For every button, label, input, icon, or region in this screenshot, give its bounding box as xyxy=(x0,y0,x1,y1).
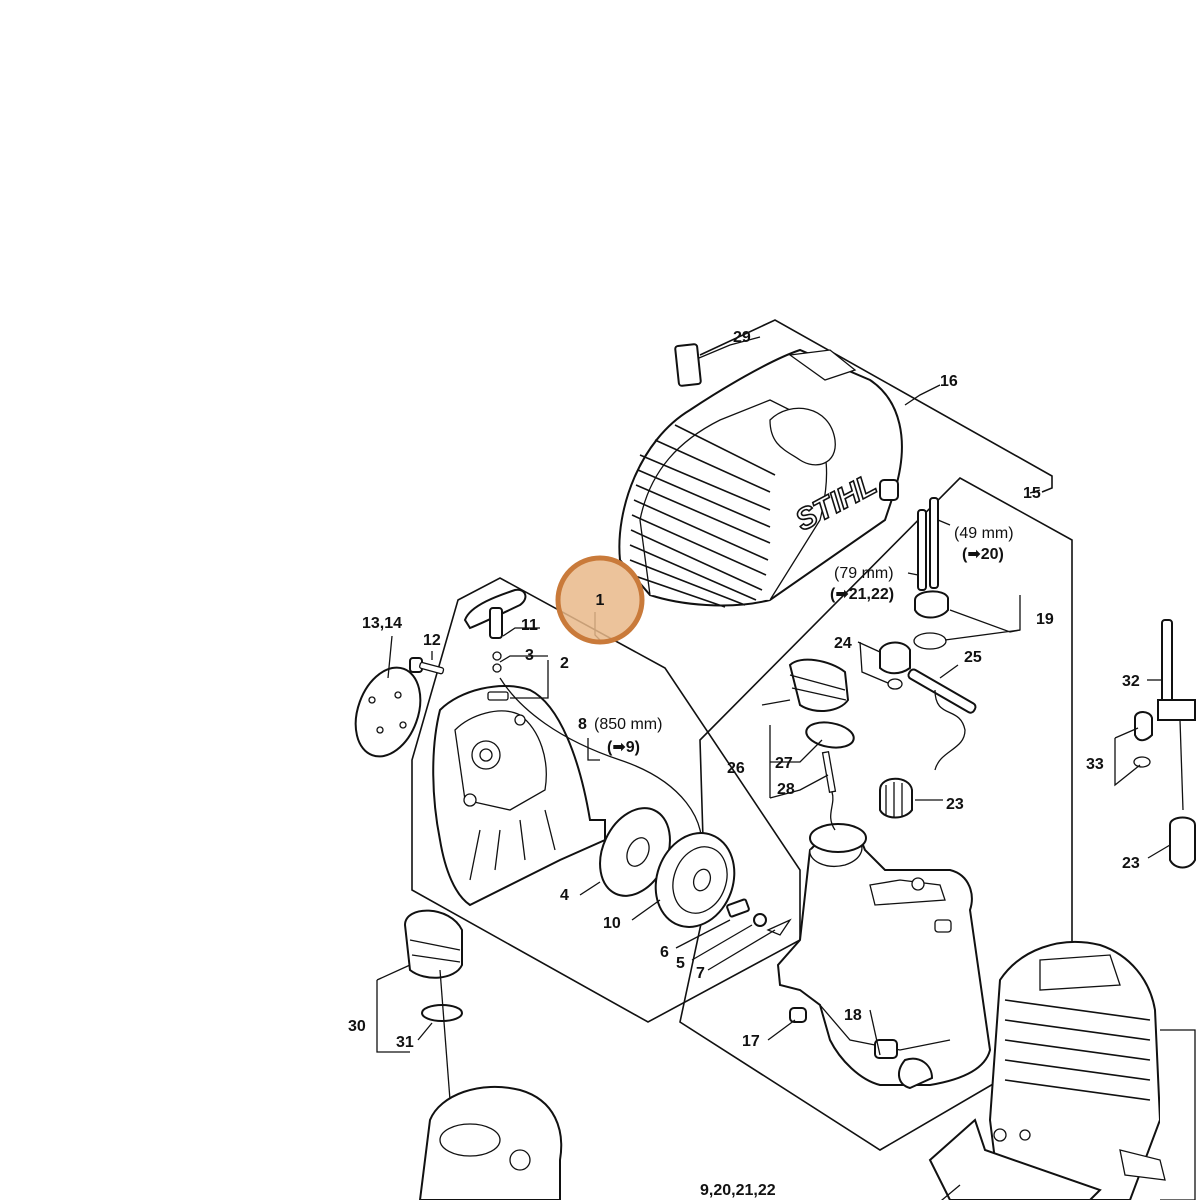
callout-8-length: (850 mm) xyxy=(594,716,662,733)
starter-rope xyxy=(499,677,703,861)
pawl-icon xyxy=(726,898,750,918)
hose-icon xyxy=(907,668,977,714)
callout-23-pickup[interactable]: 23 xyxy=(1122,855,1140,872)
decal-icon xyxy=(674,343,702,387)
callout-21-length: (79 mm) xyxy=(834,565,894,582)
washer-icon xyxy=(753,913,767,927)
o-ring-icon xyxy=(805,721,855,749)
callout-19[interactable]: 19 xyxy=(1036,611,1054,628)
callout-20-ref[interactable]: (➡20) xyxy=(962,546,1004,563)
callout-28[interactable]: 28 xyxy=(777,781,795,798)
callout-5[interactable]: 5 xyxy=(676,955,685,972)
callout-23-tank[interactable]: 23 xyxy=(946,796,964,813)
callout-33[interactable]: 33 xyxy=(1086,756,1104,773)
fuel-cap xyxy=(788,658,850,712)
cover-plate xyxy=(354,666,422,758)
callout-8-ref[interactable]: (➡9) xyxy=(607,739,640,756)
callout-21-ref[interactable]: (➡21,22) xyxy=(830,586,894,603)
callout-17-tank[interactable]: 17 xyxy=(742,1033,760,1050)
callout-27[interactable]: 27 xyxy=(775,755,793,772)
callout-15[interactable]: 15 xyxy=(1023,485,1041,502)
shroud-cover xyxy=(618,348,903,608)
callout-bottom-ref[interactable]: 9,20,21,22 xyxy=(700,1182,776,1199)
callout-25[interactable]: 25 xyxy=(964,649,982,666)
fuel-hose xyxy=(934,689,966,771)
callout-13-14[interactable]: 13,14 xyxy=(362,615,402,632)
callout-29[interactable]: 29 xyxy=(733,329,751,346)
callout-16[interactable]: 16 xyxy=(940,373,958,390)
starter-grip xyxy=(463,588,527,673)
highlight-marker[interactable] xyxy=(555,555,645,645)
rope-rotor xyxy=(654,832,736,928)
callout-2[interactable]: 2 xyxy=(560,655,569,672)
fuel-tank xyxy=(776,823,992,1086)
callout-8[interactable]: 8 xyxy=(578,716,587,733)
retainer-icon xyxy=(821,751,837,793)
callout-3[interactable]: 3 xyxy=(525,647,534,664)
callout-10[interactable]: 10 xyxy=(603,915,621,932)
callout-4[interactable]: 4 xyxy=(560,887,569,904)
spring-disc xyxy=(599,807,671,897)
damper-long-icon xyxy=(874,1039,934,1090)
callout-30[interactable]: 30 xyxy=(348,1018,366,1035)
callout-11[interactable]: 11 xyxy=(521,617,538,634)
callout-31[interactable]: 31 xyxy=(396,1034,414,1051)
callout-24[interactable]: 24 xyxy=(834,635,852,652)
cover-screw-icon xyxy=(879,479,899,501)
fuel-filter-icon xyxy=(879,777,913,819)
damper-icon xyxy=(789,1007,807,1023)
fan-housing xyxy=(432,685,606,907)
tank-vent xyxy=(913,497,949,650)
screw-icon xyxy=(409,657,445,675)
engine-block xyxy=(988,940,1196,1200)
callout-12[interactable]: 12 xyxy=(423,632,441,649)
callout-1[interactable]: 1 xyxy=(596,592,605,609)
handle-bracket xyxy=(928,1118,1102,1200)
valve-icon xyxy=(879,641,911,690)
callout-20-length: (49 mm) xyxy=(954,525,1014,542)
callout-26[interactable]: 26 xyxy=(727,760,745,777)
tank-cap-lower xyxy=(403,909,463,1110)
callout-7[interactable]: 7 xyxy=(696,965,705,982)
crankcase-lower-left xyxy=(418,1085,563,1200)
leader-lines xyxy=(376,336,1171,1200)
group-outline-cover xyxy=(699,319,1053,493)
pickup-body xyxy=(1133,619,1196,869)
callout-18[interactable]: 18 xyxy=(844,1007,862,1024)
callout-6[interactable]: 6 xyxy=(660,944,669,961)
callout-32[interactable]: 32 xyxy=(1122,673,1140,690)
